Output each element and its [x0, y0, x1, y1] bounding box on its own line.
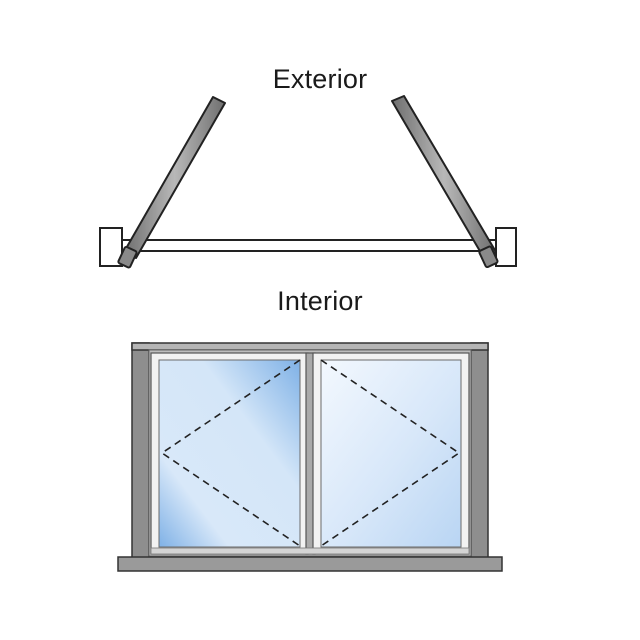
right-sash [312, 352, 470, 555]
left-opening-indicator [160, 359, 301, 547]
elevation-view [117, 342, 503, 572]
left-glass [158, 359, 301, 548]
right-opening-indicator [320, 359, 461, 547]
window-sill [117, 556, 503, 572]
right-jamb [495, 227, 517, 267]
right-frame-post [470, 342, 489, 560]
frame-head [131, 342, 489, 351]
right-open-sash [391, 95, 499, 269]
left-sash [150, 352, 309, 555]
plan-view [99, 95, 517, 269]
right-glass [320, 359, 462, 548]
exterior-label: Exterior [272, 64, 368, 94]
left-open-sash [117, 96, 226, 269]
interior-label: Interior [277, 286, 363, 316]
left-frame-post [131, 342, 150, 560]
threshold-line [121, 239, 497, 252]
